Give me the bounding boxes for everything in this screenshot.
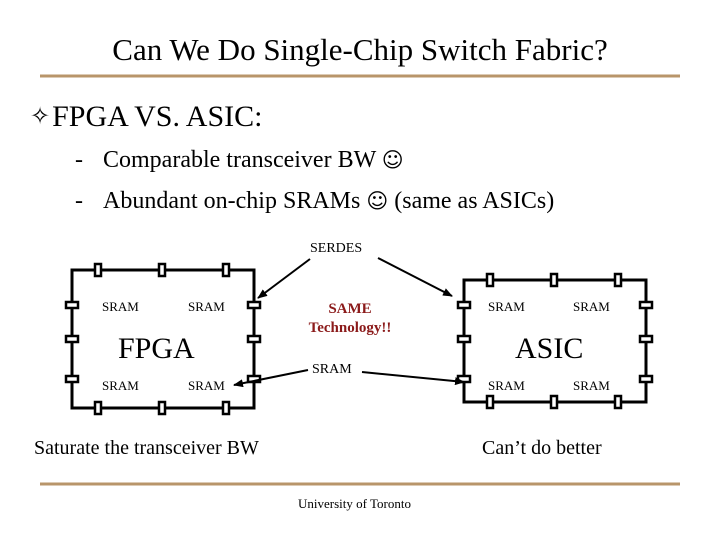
pin <box>485 272 495 288</box>
sub-bullet-suffix: (same as ASICs) <box>394 188 555 214</box>
pin <box>549 394 559 410</box>
fpga-label: FPGA <box>118 332 195 365</box>
sram-arrow-right <box>361 371 465 386</box>
pin <box>613 394 623 410</box>
sub-bullet-text: Abundant on-chip SRAMs <box>103 188 361 214</box>
fpga-sram-bottom-left: SRAM <box>102 378 139 393</box>
sub-bullet-transceiver: -Comparable transceiver BW ☺ <box>75 145 404 175</box>
main-bullet: ✧FPGA VS. ASIC: <box>30 98 263 138</box>
slide-title: Can We Do Single-Chip Switch Fabric? <box>112 32 608 67</box>
asic-sram-bottom-left: SRAM <box>488 378 525 393</box>
pin <box>638 300 654 310</box>
fpga-caption: Saturate the transceiver BW <box>34 437 259 459</box>
pin <box>549 272 559 288</box>
asic-sram-top-right: SRAM <box>573 299 610 314</box>
arrows <box>233 257 465 388</box>
asic-sram-bottom-right: SRAM <box>573 378 610 393</box>
asic-label: ASIC <box>515 332 584 365</box>
pin <box>613 272 623 288</box>
asic-caption: Can’t do better <box>482 437 602 459</box>
fpga-pins <box>64 262 262 416</box>
dash-marker: - <box>75 188 83 214</box>
pin <box>221 400 231 416</box>
sub-bullet-text: Comparable transceiver BW <box>103 147 376 173</box>
footer-text: University of Toronto <box>298 496 411 511</box>
fpga-sram-bottom-right: SRAM <box>188 378 225 393</box>
pin <box>638 374 654 384</box>
serdes-arrow-right <box>377 257 453 297</box>
sram-center-label: SRAM <box>312 362 352 377</box>
smiley-icon: ☺ <box>366 189 389 213</box>
pin <box>93 400 103 416</box>
pin <box>456 334 472 344</box>
pin <box>93 262 103 278</box>
pin <box>456 300 472 310</box>
sub-bullet-srams: -Abundant on-chip SRAMs ☺ (same as ASICs… <box>75 186 554 216</box>
same-technology-label: SAME Technology!! <box>290 300 410 338</box>
same-technology-line2: Technology!! <box>308 320 392 336</box>
same-technology-line1: SAME <box>328 301 372 317</box>
pin <box>157 262 167 278</box>
asic-sram-top-left: SRAM <box>488 299 525 314</box>
serdes-label: SERDES <box>310 241 363 256</box>
pin <box>638 334 654 344</box>
pin <box>221 262 231 278</box>
fpga-chip <box>64 262 262 416</box>
serdes-arrow-left <box>257 258 311 299</box>
pin <box>64 334 80 344</box>
dash-marker: - <box>75 147 83 173</box>
fpga-sram-top-right: SRAM <box>188 299 225 314</box>
pin <box>64 300 80 310</box>
pin <box>246 334 262 344</box>
pin <box>157 400 167 416</box>
smiley-icon: ☺ <box>381 148 404 172</box>
sram-arrow-left <box>233 369 309 388</box>
diamond-star-icon: ✧ <box>30 104 51 130</box>
main-bullet-text: FPGA VS. ASIC: <box>52 100 263 133</box>
pin <box>246 300 262 310</box>
fpga-sram-top-left: SRAM <box>102 299 139 314</box>
pin <box>485 394 495 410</box>
pin <box>64 374 80 384</box>
